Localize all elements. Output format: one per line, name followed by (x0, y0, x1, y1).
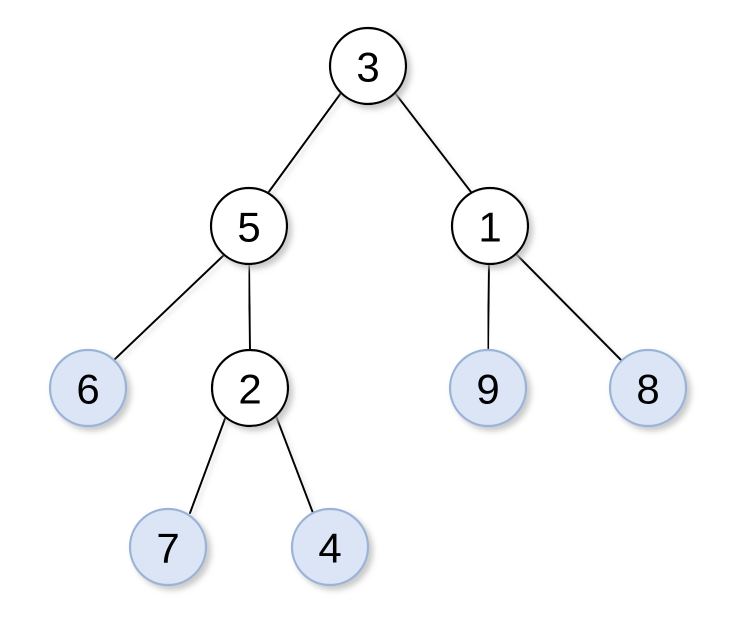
node-label-8: 8 (636, 366, 659, 413)
tree-edge-n2-n4 (275, 415, 314, 514)
node-label-6: 6 (76, 366, 99, 413)
node-circle-2[interactable] (210, 348, 290, 428)
tree-node-3[interactable]: 3 (328, 26, 408, 106)
tree-node-4[interactable]: 4 (290, 507, 370, 587)
node-label-2: 2 (238, 366, 261, 413)
node-label-9: 9 (476, 366, 499, 413)
tree-edge-n2-n7 (189, 415, 227, 514)
node-circle-1[interactable] (450, 186, 530, 266)
tree-node-5[interactable]: 5 (209, 186, 289, 266)
tree-edge-n5-n6 (113, 254, 225, 361)
tree-node-1[interactable]: 1 (450, 186, 530, 266)
tree-node-9[interactable]: 9 (448, 348, 528, 428)
tree-node-8[interactable]: 8 (608, 348, 688, 428)
tree-edge-n1-n9 (487, 263, 490, 351)
node-label-7: 7 (156, 525, 179, 572)
tree-node-6[interactable]: 6 (48, 348, 128, 428)
tree-nodes-group: 3 5 1 6 2 9 8 7 4 (48, 26, 688, 587)
tree-edge-n5-n2 (248, 263, 251, 351)
node-circle-6[interactable] (48, 348, 128, 428)
node-circle-3[interactable] (328, 26, 408, 106)
node-circle-9[interactable] (448, 348, 528, 428)
node-circle-4[interactable] (290, 507, 370, 587)
node-label-4: 4 (318, 525, 341, 572)
tree-node-7[interactable]: 7 (128, 507, 208, 587)
tree-edge-n3-n1 (394, 92, 472, 193)
tree-edge-n3-n5 (267, 92, 342, 194)
tree-edges-group (113, 92, 623, 514)
tree-edge-n1-n8 (515, 253, 623, 362)
node-label-5: 5 (237, 204, 260, 251)
node-circle-7[interactable] (128, 507, 208, 587)
node-label-3: 3 (356, 44, 379, 91)
node-circle-5[interactable] (209, 186, 289, 266)
tree-node-2[interactable]: 2 (210, 348, 290, 428)
node-label-1: 1 (478, 204, 501, 251)
node-circle-8[interactable] (608, 348, 688, 428)
